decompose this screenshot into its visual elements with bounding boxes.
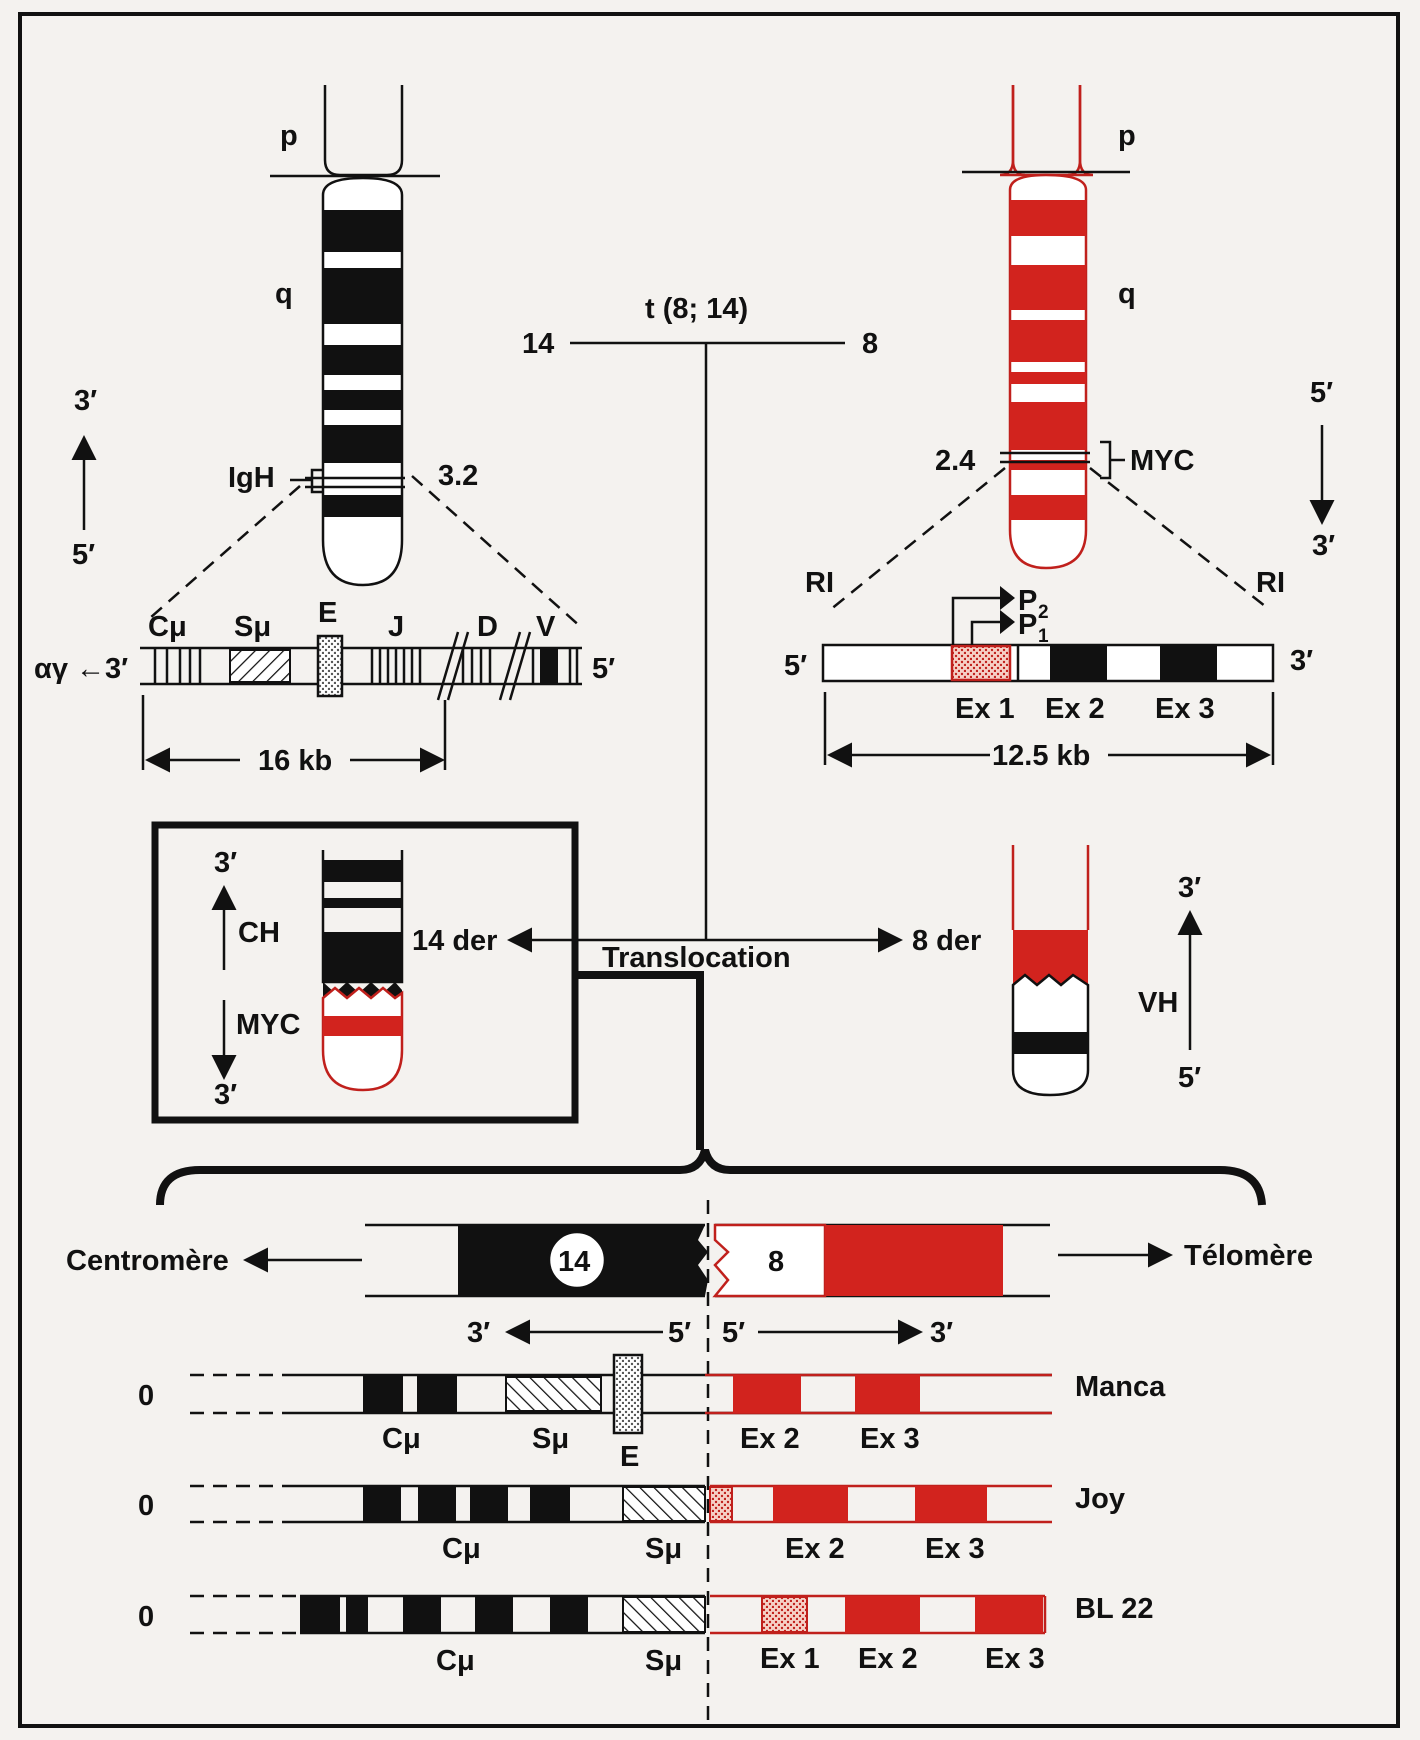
chr8-zoom-right [1089, 467, 1271, 611]
joy-smu: Sμ [645, 1533, 682, 1565]
chr14-zoom-right [411, 475, 583, 629]
der14-top: 3′ [214, 847, 237, 879]
der14-myc: MYC [236, 1009, 301, 1041]
junction-right-3: 3′ [930, 1317, 953, 1349]
igh-cmu: Cμ [148, 611, 187, 643]
igh-j: J [388, 611, 404, 643]
chr8-p-label: p [1118, 120, 1136, 152]
chr14-orient-top: 3′ [74, 385, 97, 417]
der8-label: 8 der [912, 925, 981, 957]
junction-right-5: 5′ [722, 1317, 745, 1349]
der8-chromosome: 3′ VH 5′ [1011, 845, 1203, 1097]
junction-left-3: 3′ [467, 1317, 490, 1349]
der14-bottom: 3′ [214, 1079, 237, 1111]
manca-smu: Sμ [532, 1423, 569, 1455]
bl22-smu: Sμ [645, 1645, 682, 1677]
joy-zero: 0 [138, 1490, 154, 1522]
chr8-zoom-left [829, 467, 1006, 611]
bl22-ex3: Ex 3 [985, 1643, 1045, 1675]
line-bl22: 0 Cμ Sμ Ex 1 Ex 2 Ex 3 BL 22 [138, 1593, 1153, 1677]
translocation-left: 14 [522, 328, 554, 360]
myc-gene-map: RI RI P 2 P 1 5′ 3′ Ex 1 Ex 2 Ex 3 12.5 … [784, 567, 1313, 772]
igh-d: D [477, 611, 498, 643]
line-manca: 0 Cμ Sμ E Ex 2 Ex 3 Manca [138, 1353, 1166, 1473]
manca-ex2: Ex 2 [740, 1423, 800, 1455]
igh-left-end: αγ ←3′ [34, 653, 128, 685]
chr14-band-coord: 3.2 [438, 460, 478, 492]
myc-left-end: 5′ [784, 650, 807, 682]
chr14-p-label: p [280, 120, 298, 152]
joy-cmu: Cμ [442, 1533, 481, 1565]
igh-gene-map: Cμ Sμ E J D V αγ ←3′ 5′ 16 kb [34, 597, 615, 777]
myc-ex3: Ex 3 [1155, 693, 1215, 725]
joy-ex3: Ex 3 [925, 1533, 985, 1565]
chr8-orient-top: 5′ [1310, 377, 1333, 409]
chr8-band-coord: 2.4 [935, 445, 975, 477]
telomere-label: Télomère [1184, 1240, 1313, 1272]
bl22-name: BL 22 [1075, 1593, 1153, 1625]
centromere-label: Centromère [66, 1245, 229, 1277]
manca-e: E [620, 1441, 639, 1473]
chr14-q-label: q [275, 278, 293, 310]
myc-p1-sub: 1 [1038, 626, 1049, 647]
der14-label: 14 der [412, 925, 497, 957]
myc-ri-left: RI [805, 567, 834, 599]
igh-v: V [536, 611, 556, 643]
bl22-cmu: Cμ [436, 1645, 475, 1677]
igh-size: 16 kb [258, 745, 332, 777]
line-joy: 0 Cμ Sμ Ex 2 Ex 3 Joy [138, 1483, 1125, 1565]
junction-14: 14 [558, 1246, 590, 1278]
myc-ex1: Ex 1 [955, 693, 1015, 725]
chr14-orientation: 3′ 5′ [71, 385, 97, 571]
myc-size: 12.5 kb [992, 740, 1090, 772]
translocation-right: 8 [862, 328, 878, 360]
joy-name: Joy [1075, 1483, 1125, 1515]
chr14-zoom-left [149, 485, 301, 619]
joy-ex2: Ex 2 [785, 1533, 845, 1565]
myc-p1: P [1018, 609, 1037, 641]
junction-schematic: 14 8 Centromère Télomère 3′ 5′ 5′ 3′ [66, 1200, 1313, 1720]
igh-e: E [318, 597, 337, 629]
igh-right-end: 5′ [592, 653, 615, 685]
der14-ch: CH [238, 917, 280, 949]
bl22-ex1: Ex 1 [760, 1643, 820, 1675]
der14-connector [575, 971, 704, 1150]
bl22-zero: 0 [138, 1601, 154, 1633]
chromosome-14: p q IgH 3.2 [228, 85, 478, 587]
myc-p2-sub: 2 [1038, 602, 1049, 623]
bl22-ex2: Ex 2 [858, 1643, 918, 1675]
der8-bottom: 5′ [1178, 1062, 1201, 1094]
chr8-orientation: 5′ 3′ [1309, 377, 1335, 562]
manca-ex3: Ex 3 [860, 1423, 920, 1455]
chr8-orient-bottom: 3′ [1312, 530, 1335, 562]
myc-ri-right: RI [1256, 567, 1285, 599]
myc-p2: P [1018, 585, 1037, 617]
der8-top: 3′ [1178, 872, 1201, 904]
der8-vh: VH [1138, 987, 1178, 1019]
manca-cmu: Cμ [382, 1423, 421, 1455]
myc-ex2: Ex 2 [1045, 693, 1105, 725]
chromosome-8: p q MYC 2.4 [935, 85, 1195, 570]
manca-zero: 0 [138, 1380, 154, 1412]
translocation-label: Translocation [602, 942, 791, 974]
junction-8: 8 [768, 1246, 784, 1278]
chr14-orient-bottom: 5′ [72, 539, 95, 571]
chr8-myc-label: MYC [1130, 445, 1195, 477]
junction-left-5: 5′ [668, 1317, 691, 1349]
chr8-q-label: q [1118, 278, 1136, 310]
translocation-center: t (8; 14) 14 8 14 der 8 der Translocatio… [412, 293, 981, 974]
translocation-title: t (8; 14) [645, 293, 748, 325]
chr14-igh-label: IgH [228, 462, 275, 494]
myc-right-end: 3′ [1290, 645, 1313, 677]
manca-name: Manca [1075, 1371, 1166, 1403]
brace [156, 1148, 1266, 1206]
igh-smu: Sμ [234, 611, 271, 643]
